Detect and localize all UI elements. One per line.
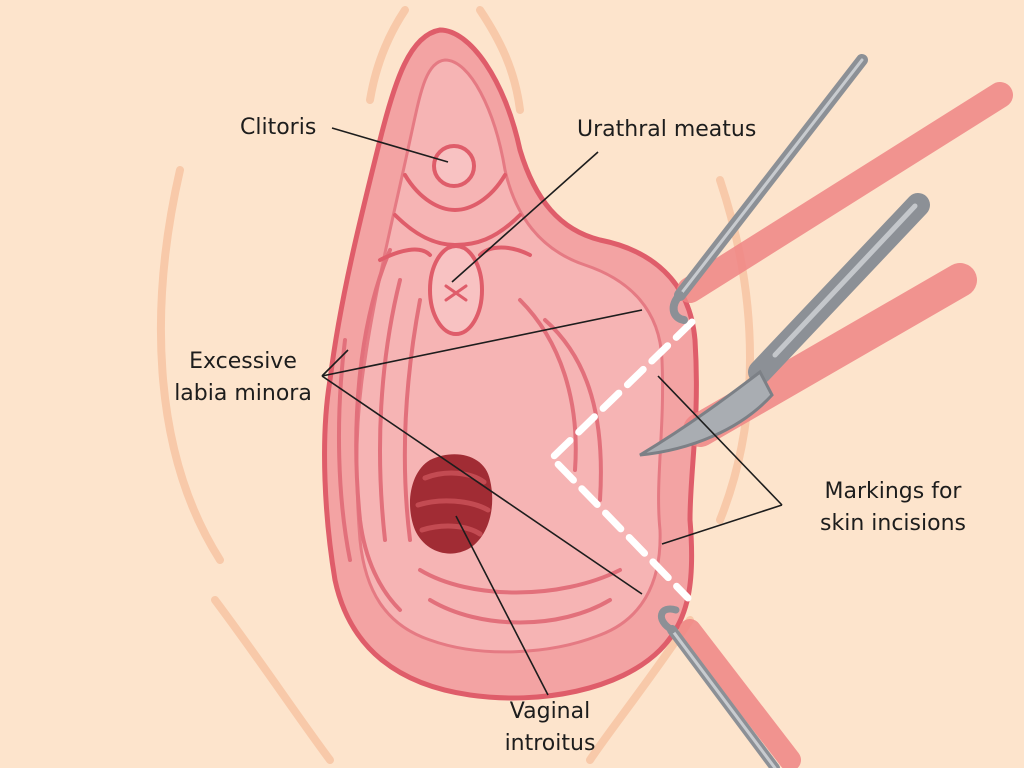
- retractor-hook-icon: [658, 605, 801, 768]
- leader-labia-1: [321, 309, 643, 377]
- label-clitoris: Clitoris: [240, 115, 317, 140]
- leader-labia-2: [321, 349, 349, 377]
- label-introitus-line2: introitus: [504, 731, 596, 756]
- label-excessive-line2: labia minora: [174, 381, 312, 406]
- vaginal-introitus-shape: [410, 454, 493, 554]
- urethral-meatus-shape: [428, 244, 484, 336]
- label-introitus-line1: Vaginal: [509, 699, 591, 724]
- label-vaginal-introitus: Vaginal introitus: [490, 696, 610, 760]
- labia-minora-folds: [336, 248, 622, 625]
- label-markings-line1: Markings for: [824, 479, 962, 504]
- label-excessive-labia-minora: Excessive labia minora: [168, 346, 318, 410]
- leader-urethral-meatus: [451, 151, 599, 283]
- label-urethral-meatus: Urathral meatus: [577, 117, 757, 142]
- label-markings-for-skin-incisions: Markings for skin incisions: [808, 476, 978, 540]
- leader-introitus: [455, 515, 549, 696]
- label-markings-line2: skin incisions: [820, 511, 966, 536]
- leader-lines: [321, 127, 783, 696]
- clitoris-shape: [432, 144, 476, 188]
- leader-clitoris: [331, 127, 449, 163]
- scalpel-icon: [639, 193, 977, 457]
- leader-markings-1: [657, 375, 783, 506]
- label-excessive-line1: Excessive: [189, 349, 297, 374]
- leader-markings-2: [661, 504, 783, 545]
- incision-marking-line: [547, 318, 696, 602]
- meatus-opening: [444, 284, 468, 302]
- leader-labia-3: [321, 375, 643, 595]
- tissue-forceps-icon: [669, 54, 1013, 324]
